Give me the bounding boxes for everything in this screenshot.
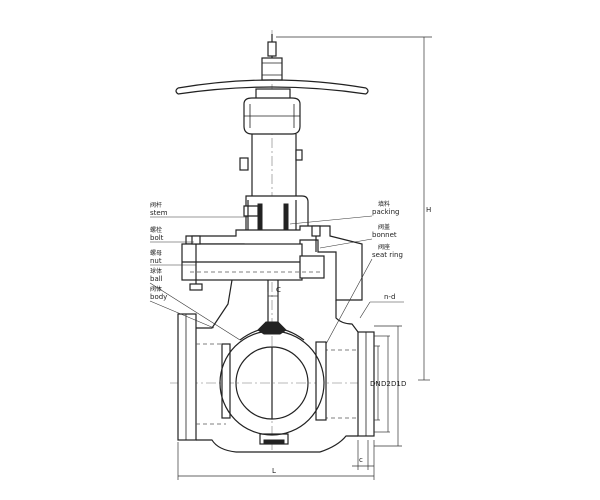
- callout-bonnet: 阀盖 bonnet: [319, 223, 397, 249]
- callout-ball-en: ball: [150, 275, 163, 283]
- dim-C: C: [267, 286, 281, 300]
- callout-packing-en: packing: [372, 208, 399, 216]
- callout-ball: 球体 ball: [149, 267, 241, 341]
- callout-packing-zh: 填料: [378, 200, 390, 208]
- callout-nut-en: nut: [150, 257, 162, 265]
- dim-label-c: c: [359, 456, 363, 464]
- dim-label-n-d: n-d: [384, 293, 395, 301]
- callout-bolt-en: bolt: [150, 234, 164, 242]
- callout-bonnet-en: bonnet: [372, 231, 397, 239]
- handwheel: [175, 34, 369, 135]
- callout-nut: 螺母 nut: [150, 249, 196, 266]
- callout-packing: 填料 packing: [289, 200, 399, 225]
- valve-body: [177, 279, 375, 453]
- callout-bolt: 螺栓 bolt: [150, 226, 194, 243]
- callout-stem-en: stem: [150, 209, 168, 217]
- callout-body-en: body: [150, 293, 167, 301]
- callout-stem-zh: 阀杆: [150, 201, 162, 209]
- callout-body: 阀体 body: [149, 285, 215, 329]
- dim-label-C: C: [276, 286, 281, 294]
- dim-label-D: D: [401, 380, 406, 388]
- callout-ball-zh: 球体: [150, 267, 162, 275]
- dim-H: H: [276, 36, 432, 381]
- callout-nut-zh: 螺母: [150, 249, 162, 257]
- callout-bolt-zh: 螺栓: [150, 226, 162, 234]
- dim-label-D1: D1: [391, 380, 401, 388]
- callout-body-zh: 阀体: [150, 285, 162, 293]
- dim-c: c: [352, 440, 374, 470]
- dim-label-D2: D2: [381, 380, 391, 388]
- callout-seat-ring: 阀座 seat ring: [325, 243, 403, 345]
- dim-flange: DN D2 D1 D n-d: [359, 293, 406, 447]
- ball: [219, 321, 325, 436]
- callout-stem: 阀杆 stem: [150, 201, 248, 218]
- dim-label-L: L: [272, 467, 276, 475]
- dim-label-DN: DN: [370, 380, 381, 388]
- dim-label-H: H: [426, 206, 431, 214]
- callout-seat-ring-en: seat ring: [372, 251, 403, 259]
- callout-bonnet-zh: 阀盖: [378, 223, 390, 231]
- dim-L: L: [177, 440, 375, 480]
- callout-seat-ring-zh: 阀座: [378, 243, 390, 251]
